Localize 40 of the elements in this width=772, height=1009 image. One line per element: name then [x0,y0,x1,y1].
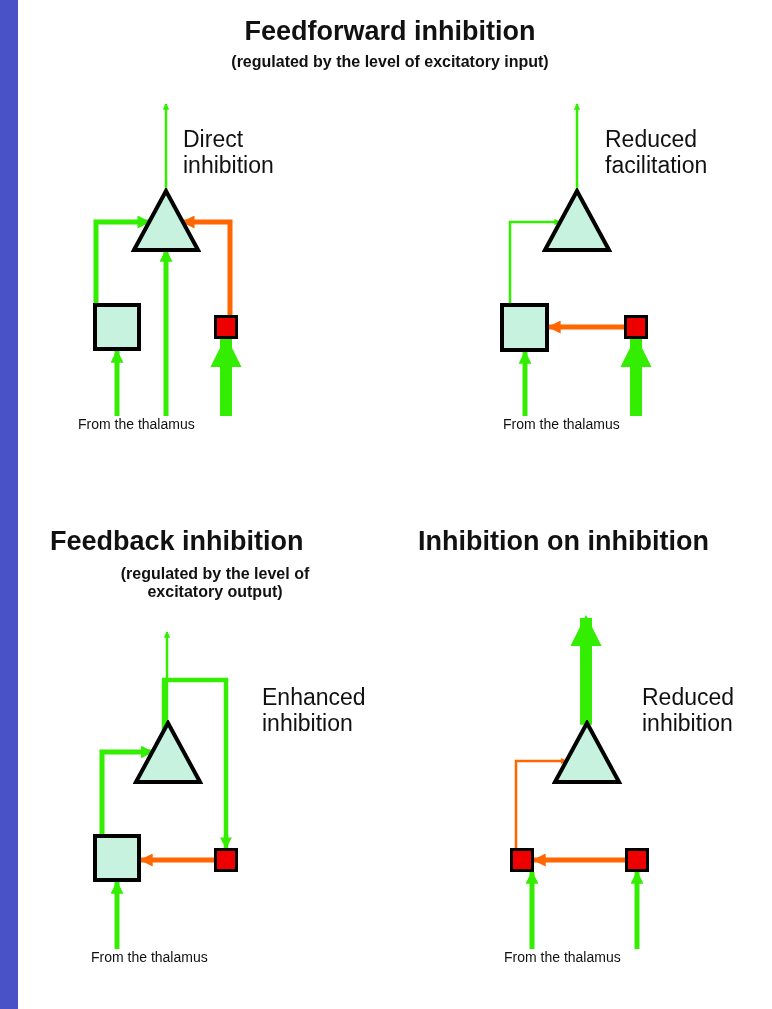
arrow [181,215,233,315]
neuron-triangle [552,720,622,784]
interneuron-square [214,848,238,872]
arrow [532,853,625,867]
arrow [99,745,154,834]
arrow [110,880,124,949]
arrow [525,870,539,949]
effect-label: Reduced facilitation [605,126,709,179]
interneuron-square [214,315,238,339]
arrow [162,103,170,191]
neuron-square [93,834,141,882]
input-label: From the thalamus [91,949,215,966]
arrow [508,218,561,303]
interneuron-square [624,315,648,339]
arrow [518,350,532,416]
neuron-triangle [542,188,612,252]
arrow [630,870,644,949]
arrow [93,215,151,303]
panel-heading: Feedback inhibition [50,526,305,558]
arrow [163,631,171,725]
neuron-triangle [131,188,201,252]
subtitle: (regulated by the level of excitatory input) [230,53,550,72]
interneuron-square [625,848,649,872]
arrow [573,103,581,191]
interneuron-square [510,848,534,872]
input-label: From the thalamus [78,416,202,433]
arrow [110,349,124,416]
neuron-triangle [133,720,203,784]
effect-label: Enhanced inhibition [262,684,367,737]
input-label: From the thalamus [504,949,628,966]
input-label: From the thalamus [503,416,627,433]
effect-label: Reduced inhibition [642,684,736,737]
neuron-square [500,303,549,352]
subtitle: (regulated by the level of excitatory output) [119,565,311,602]
arrow [161,677,232,850]
title: Feedforward inhibition [243,16,537,48]
arrow [570,614,602,725]
panel-heading: Inhibition on inhibition [418,526,710,558]
neuron-square [93,303,141,351]
effect-label: Direct inhibition [183,126,275,179]
